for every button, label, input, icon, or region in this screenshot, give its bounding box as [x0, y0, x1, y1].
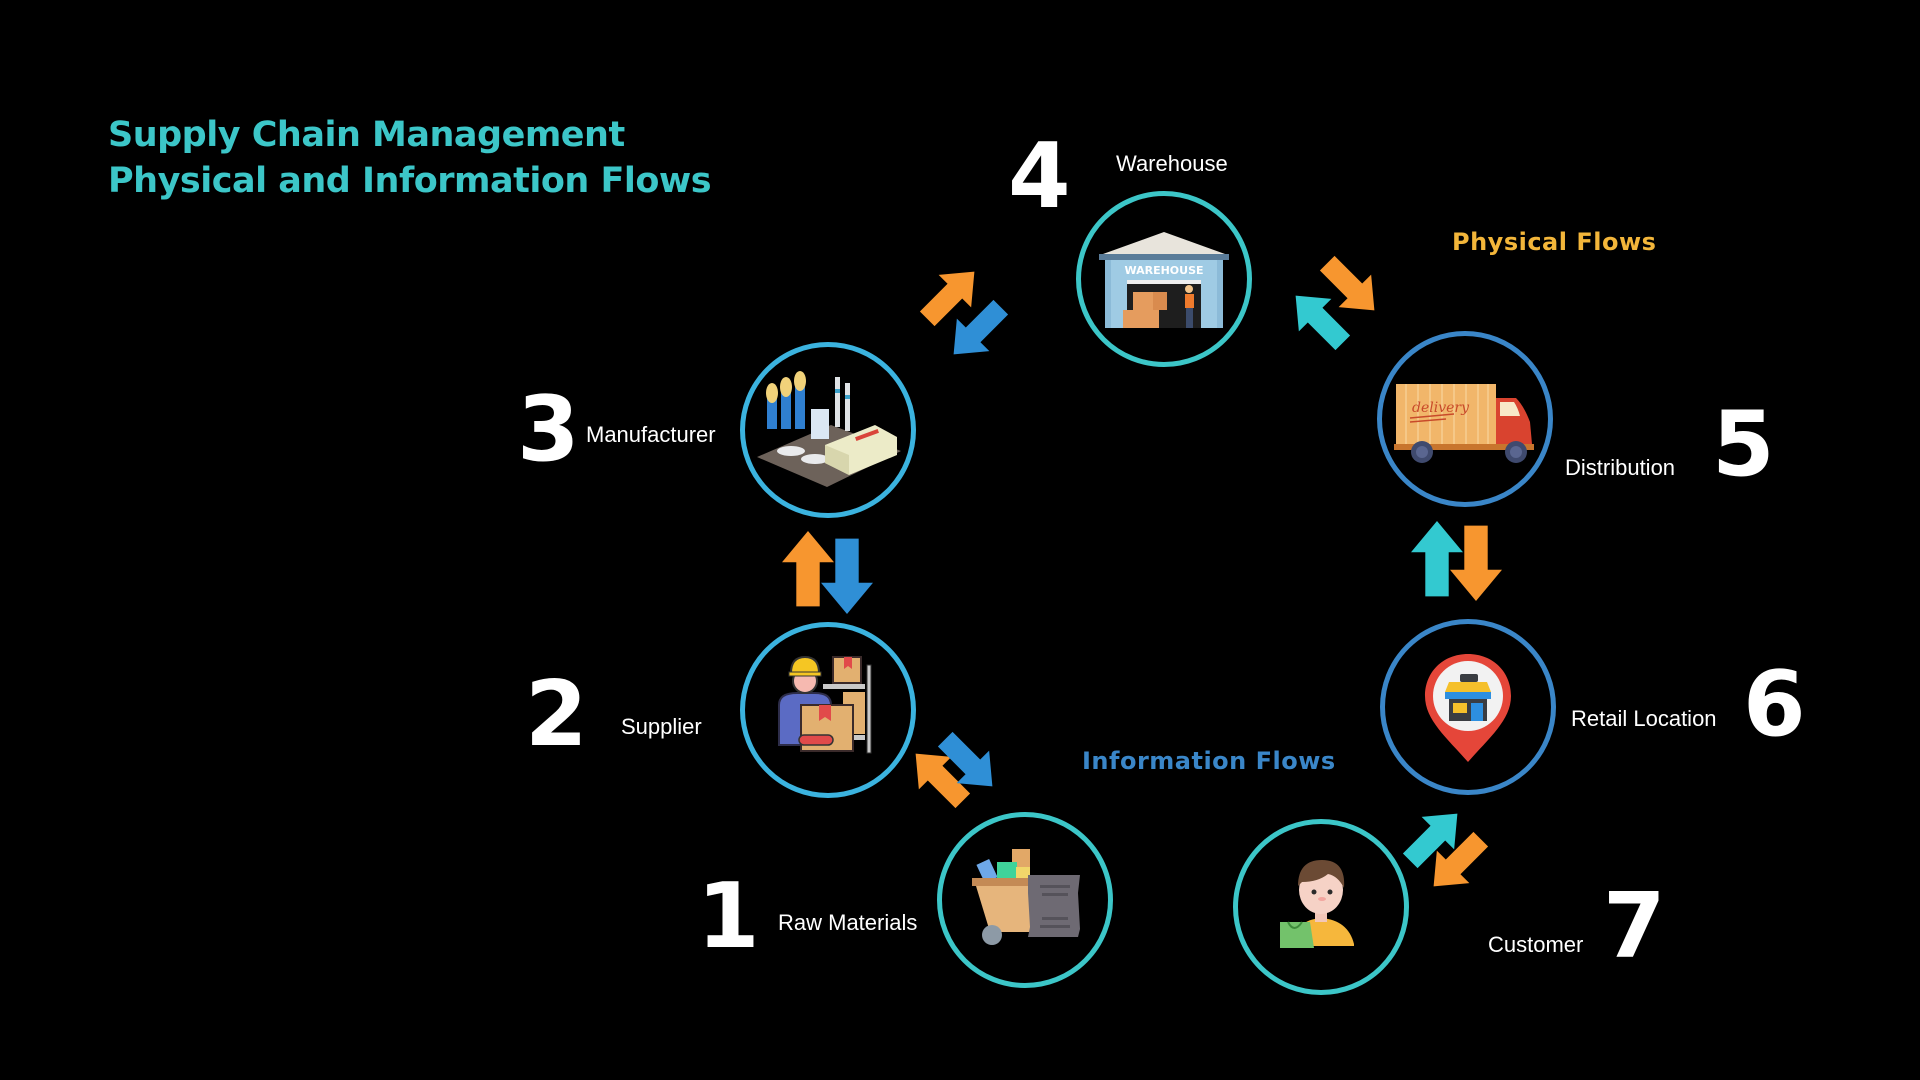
legend-physical-flows: Physical Flows [1452, 228, 1657, 256]
svg-text:delivery: delivery [1412, 400, 1470, 416]
stage-number-7: 7 [1603, 874, 1666, 979]
stage-label-distribution: Distribution [1565, 455, 1676, 480]
delivery-truck-icon: delivery [1394, 384, 1534, 463]
stage-label-manufacturer: Manufacturer [586, 422, 716, 447]
stage-number-5: 5 [1712, 392, 1775, 497]
factory-icon [757, 371, 901, 487]
stage-number-1: 1 [697, 864, 760, 969]
stage-number-4: 4 [1008, 124, 1071, 229]
title-line-1: Supply Chain Management [108, 115, 625, 155]
stage-label-supplier: Supplier [621, 714, 702, 739]
stage-node-supplier[interactable] [740, 622, 916, 798]
stage-label-customer: Customer [1488, 932, 1584, 957]
stage-label-retail-location: Retail Location [1571, 706, 1717, 731]
raw-materials-cart-icon [972, 849, 1080, 945]
stage-number-2: 2 [525, 662, 588, 767]
warehouse-icon: WAREHOUSE [1099, 232, 1229, 328]
store-location-pin-icon [1425, 654, 1511, 762]
stage-label-raw-materials: Raw Materials [778, 910, 918, 935]
customer-shopper-icon [1280, 860, 1354, 948]
stage-node-manufacturer[interactable] [740, 342, 916, 518]
supplier-worker-icon [778, 655, 872, 754]
info-arrow-manufacturer-to-supplier [821, 538, 873, 614]
info-arrow-retail-to-distribution [1411, 521, 1463, 597]
physical-arrow-distribution-to-retail [1450, 525, 1502, 601]
legend-information-flows: Information Flows [1082, 747, 1336, 775]
stage-node-retail-location[interactable] [1380, 619, 1556, 795]
physical-arrow-supplier-to-manufacturer [782, 531, 834, 607]
page-title: Supply Chain Management Physical and Inf… [108, 112, 712, 204]
stage-node-customer[interactable] [1233, 819, 1409, 995]
title-line-2: Physical and Information Flows [108, 161, 712, 201]
stage-label-warehouse: Warehouse [1116, 151, 1228, 176]
stage-number-6: 6 [1743, 652, 1806, 757]
stage-number-3: 3 [517, 377, 580, 482]
stage-node-warehouse[interactable]: WAREHOUSE [1076, 191, 1252, 367]
stage-node-raw-materials[interactable] [937, 812, 1113, 988]
stage-node-distribution[interactable]: delivery [1377, 331, 1553, 507]
svg-text:WAREHOUSE: WAREHOUSE [1124, 264, 1203, 277]
